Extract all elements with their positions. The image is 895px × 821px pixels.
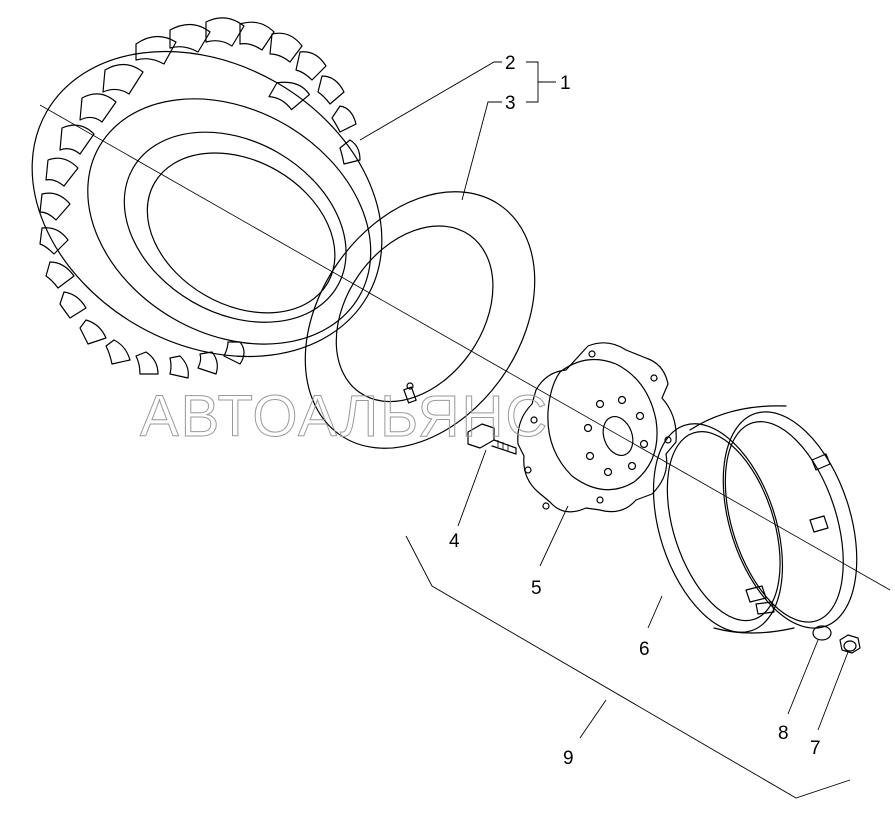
wheel-rim xyxy=(652,405,858,634)
washer xyxy=(812,625,832,641)
valve-stem xyxy=(403,382,417,404)
callout-8: 8 xyxy=(778,723,789,744)
callout-2: 2 xyxy=(505,53,516,74)
leader-lines xyxy=(359,61,851,799)
inner-tube xyxy=(304,191,536,449)
callout-7: 7 xyxy=(810,738,821,759)
wheel-center-disc xyxy=(517,342,677,513)
callout-4: 4 xyxy=(449,531,460,552)
callout-3: 3 xyxy=(505,93,516,114)
callout-1: 1 xyxy=(560,73,571,94)
nut xyxy=(839,634,861,654)
callout-5: 5 xyxy=(531,578,542,599)
callout-labels: 1 2 3 4 5 6 7 8 9 xyxy=(449,53,821,769)
center-axis xyxy=(39,104,891,591)
tire xyxy=(31,17,383,379)
callout-9: 9 xyxy=(563,748,574,769)
watermark-text: АВТОАЛЬЯНС xyxy=(140,384,549,449)
bolt xyxy=(467,423,517,455)
callout-6: 6 xyxy=(639,639,650,660)
